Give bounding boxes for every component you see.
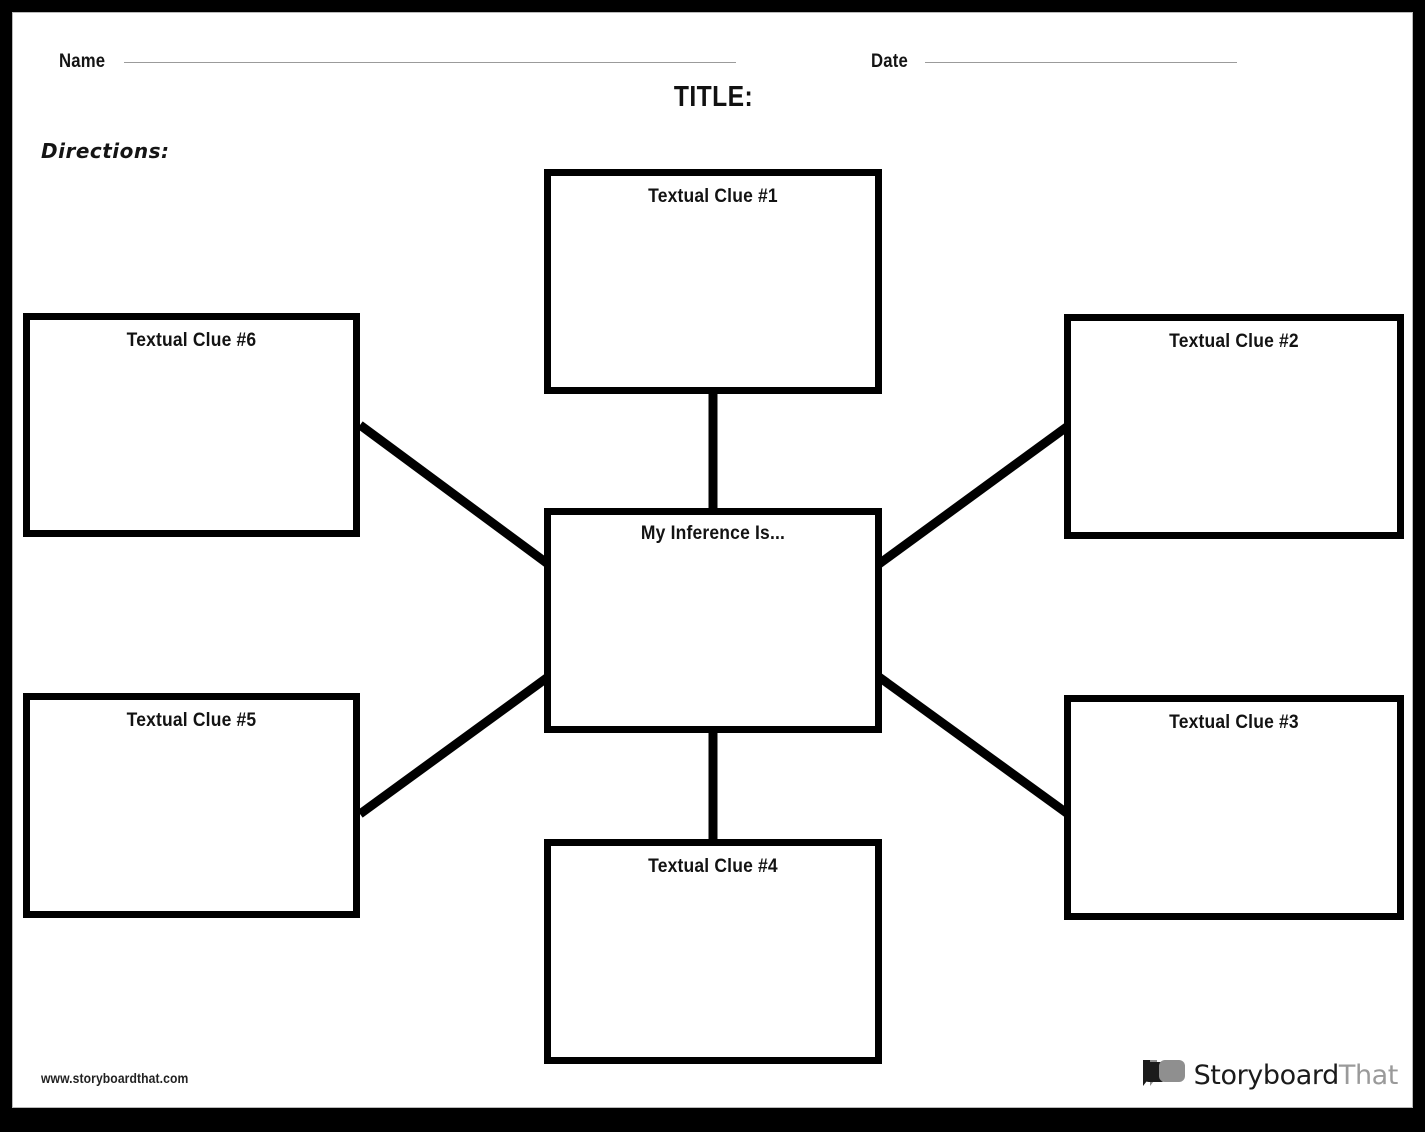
page-title: TITLE: (673, 81, 754, 113)
date-label: Date (871, 51, 908, 72)
node-label-my-inference: My Inference Is... (640, 523, 786, 544)
name-label: Name (59, 51, 106, 72)
connector-clue5-center (357, 673, 551, 818)
node-my-inference[interactable]: My Inference Is... (544, 508, 882, 733)
node-label-clue-3: Textual Clue #3 (1169, 712, 1299, 733)
speech-bubbles-icon (1142, 1060, 1187, 1090)
node-textual-clue-4[interactable]: Textual Clue #4 (544, 839, 882, 1064)
storyboardthat-logo: Storyboard That (1142, 1053, 1399, 1097)
node-textual-clue-6[interactable]: Textual Clue #6 (23, 313, 360, 537)
name-field-row: Name (59, 51, 736, 73)
node-textual-clue-2[interactable]: Textual Clue #2 (1064, 314, 1404, 539)
node-label-clue-4: Textual Clue #4 (648, 856, 778, 877)
directions-label: Directions: (41, 139, 170, 163)
brand-name-primary: Storyboard (1193, 1059, 1340, 1091)
connector-clue6-center (357, 421, 551, 568)
footer-website-url[interactable]: www.storyboardthat.com (41, 1071, 189, 1086)
node-textual-clue-3[interactable]: Textual Clue #3 (1064, 695, 1404, 920)
brand-name-secondary: That (1338, 1059, 1399, 1091)
node-textual-clue-5[interactable]: Textual Clue #5 (23, 693, 360, 918)
node-label-clue-6: Textual Clue #6 (126, 330, 257, 351)
connector-center-clue2 (876, 422, 1071, 568)
node-label-clue-2: Textual Clue #2 (1169, 331, 1299, 352)
node-label-clue-5: Textual Clue #5 (126, 710, 257, 731)
node-label-clue-1: Textual Clue #1 (648, 186, 778, 207)
connector-center-clue3 (876, 673, 1071, 818)
speech-bubble-front (1158, 1060, 1185, 1082)
date-field-row: Date (871, 51, 1237, 73)
inference-web-diagram: Textual Clue #1 Textual Clue #2 Textual … (13, 13, 1412, 1107)
worksheet-sheet: Name Date TITLE: Directions: (12, 12, 1413, 1108)
date-input[interactable] (924, 62, 1237, 63)
name-input[interactable] (123, 62, 736, 63)
node-textual-clue-1[interactable]: Textual Clue #1 (544, 169, 882, 394)
